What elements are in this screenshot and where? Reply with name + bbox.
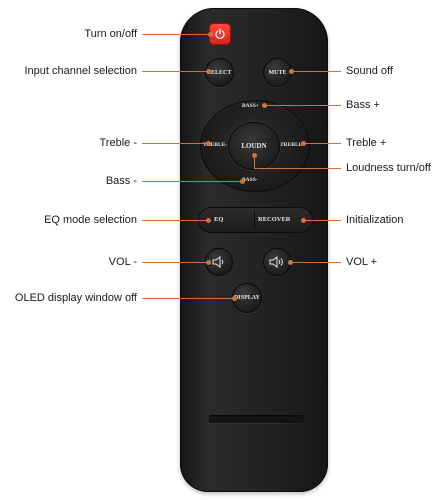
speaker-high-icon xyxy=(269,256,283,268)
leader-vol-minus xyxy=(142,262,208,263)
label-treble-plus: Treble + xyxy=(346,137,387,149)
leader-dot-bass-plus xyxy=(262,103,267,108)
bass-plus-key[interactable]: BASS+ xyxy=(242,103,259,109)
label-oled: OLED display window off xyxy=(14,292,137,304)
label-vol-plus: VOL + xyxy=(346,256,378,268)
leader-eq xyxy=(142,220,208,221)
speaker-low-icon xyxy=(212,256,224,268)
leader-dot-bass-minus xyxy=(240,179,245,184)
leader-dot-eq xyxy=(206,218,211,223)
leader-treble-minus xyxy=(142,143,208,144)
battery-cover-groove xyxy=(209,415,304,423)
mute-button[interactable]: MUTE xyxy=(263,58,292,87)
leader-sound-off xyxy=(291,71,341,72)
volume-up-button[interactable] xyxy=(263,248,291,276)
leader-dot-loudness xyxy=(252,153,257,158)
leader-vol-plus xyxy=(290,262,341,263)
recover-button[interactable]: RECOVER xyxy=(258,216,291,223)
label-bass-plus: Bass + xyxy=(346,99,380,111)
label-loudness: Loudness turn/off xyxy=(346,162,431,174)
label-sound-off: Sound off xyxy=(346,65,393,77)
label-initialization: Initialization xyxy=(346,214,404,226)
bass-minus-key[interactable]: BASS- xyxy=(242,177,258,183)
label-turn-onoff: Turn on/off xyxy=(84,28,137,40)
treble-minus-key[interactable]: TREBLE- xyxy=(203,142,228,148)
leader-loudness-vertical xyxy=(254,155,255,168)
display-button[interactable]: DISPLAY xyxy=(232,283,262,313)
leader-oled xyxy=(142,298,234,299)
leader-dot-turn-onoff xyxy=(208,32,213,37)
treble-plus-key[interactable]: TREBLE+ xyxy=(280,142,306,148)
leader-turn-onoff xyxy=(142,34,210,35)
leader-dot-initialization xyxy=(301,218,306,223)
label-eq-mode: EQ mode selection xyxy=(44,214,137,226)
leader-dot-vol-minus xyxy=(206,260,211,265)
leader-treble-plus xyxy=(303,143,341,144)
leader-input-channel xyxy=(142,71,208,72)
eq-recover-rocker xyxy=(198,207,313,233)
label-bass-minus: Bass - xyxy=(105,175,137,187)
label-input-channel: Input channel selection xyxy=(24,65,137,77)
remote-control xyxy=(180,8,328,492)
power-icon xyxy=(215,28,225,40)
power-button[interactable] xyxy=(209,23,231,45)
label-treble-minus: Treble - xyxy=(99,137,138,149)
leader-dot-oled xyxy=(232,296,237,301)
leader-dot-input-channel xyxy=(206,69,211,74)
eq-button[interactable]: EQ xyxy=(214,216,224,223)
leader-dot-treble-plus xyxy=(301,141,306,146)
leader-bass-plus xyxy=(265,105,341,106)
leader-initialization xyxy=(303,220,341,221)
pill-divider xyxy=(254,211,255,229)
label-vol-minus: VOL - xyxy=(108,256,137,268)
leader-dot-treble-minus xyxy=(206,141,211,146)
leader-dot-vol-plus xyxy=(288,260,293,265)
leader-loudness xyxy=(254,168,341,169)
leader-dot-sound-off xyxy=(289,69,294,74)
leader-bass-minus xyxy=(142,181,242,182)
